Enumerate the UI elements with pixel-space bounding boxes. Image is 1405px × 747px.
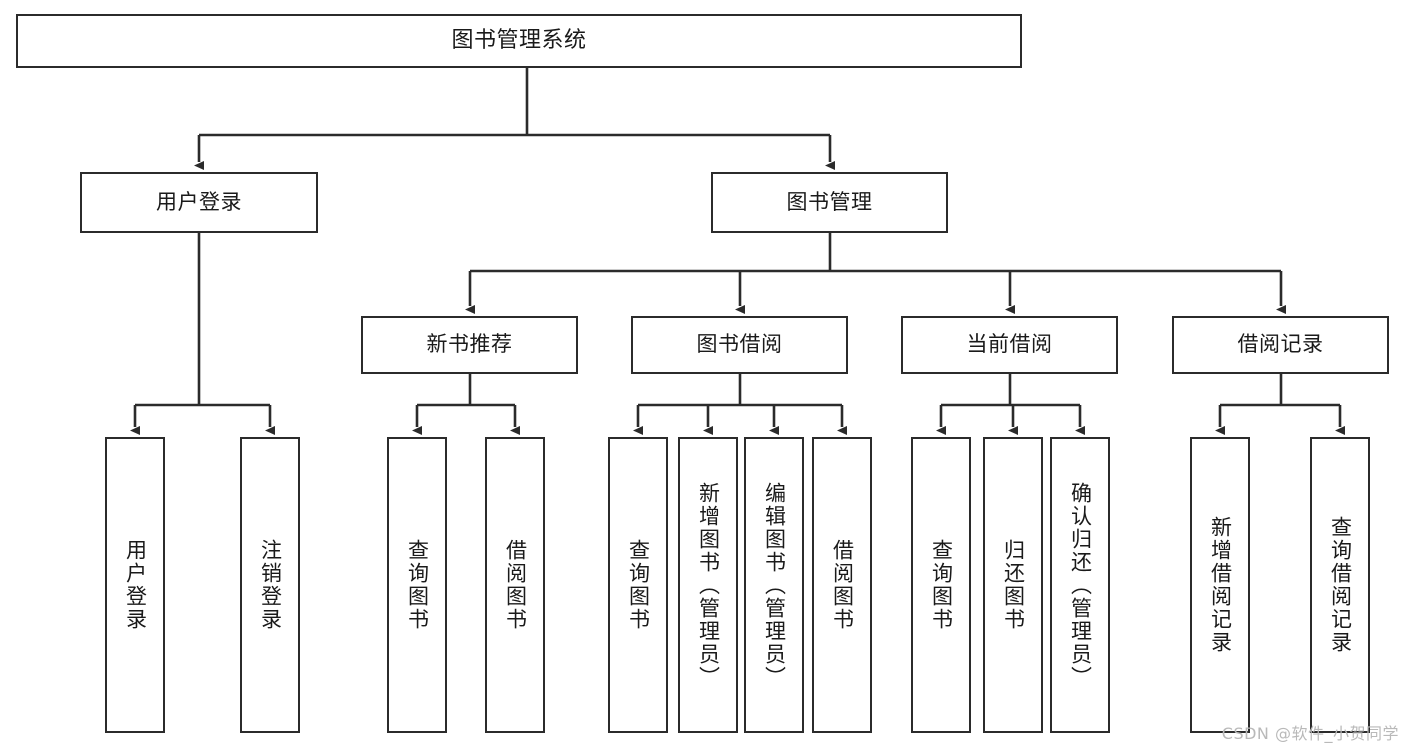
- node-query-book-current-label: 查询图书: [929, 539, 954, 631]
- node-query-book-current[interactable]: 查询图书: [911, 437, 971, 733]
- node-book-borrow[interactable]: 图书借阅: [631, 316, 848, 374]
- node-current-borrow-label: 当前借阅: [966, 332, 1053, 357]
- node-return-book[interactable]: 归还图书: [983, 437, 1043, 733]
- node-edit-book-admin[interactable]: 编辑图书（管理员）: [744, 437, 804, 733]
- node-edit-book-admin-label: 编辑图书（管理员）: [762, 481, 787, 689]
- node-return-book-label: 归还图书: [1001, 539, 1026, 631]
- node-borrow-record-label: 借阅记录: [1237, 332, 1324, 357]
- node-borrow-book-action-label: 借阅图书: [830, 539, 855, 631]
- node-user-login[interactable]: 用户登录: [80, 172, 318, 233]
- node-query-book-recommend-label: 查询图书: [405, 539, 430, 631]
- node-confirm-return-admin[interactable]: 确认归还（管理员）: [1050, 437, 1110, 733]
- node-add-book-admin-label: 新增图书（管理员）: [696, 481, 721, 689]
- node-borrow-book-recommend[interactable]: 借阅图书: [485, 437, 545, 733]
- node-user-login-label: 用户登录: [156, 189, 242, 214]
- node-add-borrow-record[interactable]: 新增借阅记录: [1190, 437, 1250, 733]
- node-query-book-recommend[interactable]: 查询图书: [387, 437, 447, 733]
- node-current-borrow[interactable]: 当前借阅: [901, 316, 1118, 374]
- node-user-logout-action-label: 注销登录: [258, 539, 283, 631]
- node-user-login-action[interactable]: 用户登录: [105, 437, 165, 733]
- node-root[interactable]: 图书管理系统: [16, 14, 1022, 68]
- node-add-borrow-record-label: 新增借阅记录: [1208, 516, 1233, 654]
- node-borrow-book-action[interactable]: 借阅图书: [812, 437, 872, 733]
- node-query-borrow-record-label: 查询借阅记录: [1328, 516, 1353, 654]
- node-user-login-action-label: 用户登录: [123, 539, 148, 631]
- node-new-book-recommend-label: 新书推荐: [426, 332, 513, 357]
- node-book-manage-label: 图书管理: [786, 189, 873, 214]
- node-borrow-record[interactable]: 借阅记录: [1172, 316, 1389, 374]
- node-book-borrow-label: 图书借阅: [696, 332, 783, 357]
- node-add-book-admin[interactable]: 新增图书（管理员）: [678, 437, 738, 733]
- node-book-manage[interactable]: 图书管理: [711, 172, 948, 233]
- node-query-book-borrow-label: 查询图书: [626, 539, 651, 631]
- node-root-label: 图书管理系统: [451, 27, 587, 53]
- node-confirm-return-admin-label: 确认归还（管理员）: [1068, 481, 1093, 689]
- watermark: CSDN @软件_小贺同学: [1221, 724, 1399, 743]
- node-user-logout-action[interactable]: 注销登录: [240, 437, 300, 733]
- node-borrow-book-recommend-label: 借阅图书: [503, 539, 528, 631]
- node-query-borrow-record[interactable]: 查询借阅记录: [1310, 437, 1370, 733]
- node-new-book-recommend[interactable]: 新书推荐: [361, 316, 578, 374]
- node-query-book-borrow[interactable]: 查询图书: [608, 437, 668, 733]
